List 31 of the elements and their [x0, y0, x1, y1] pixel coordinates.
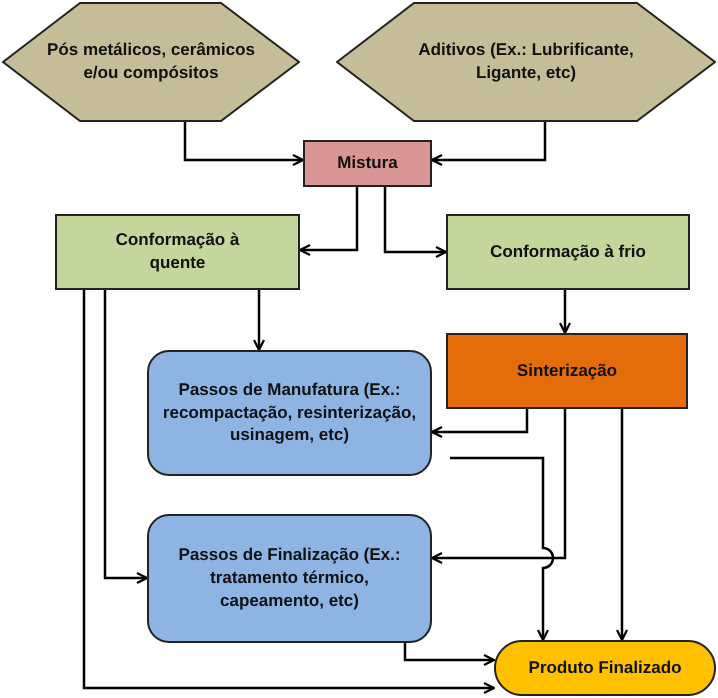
node-label: Sinterização — [516, 360, 618, 382]
node-label: Passos de Finalização (Ex.: tratamento térmico, capeamento, etc) — [177, 544, 402, 612]
arrow — [82, 290, 496, 694]
arrow — [104, 290, 148, 584]
arrow — [184, 122, 304, 166]
arrow — [558, 290, 572, 334]
node-label: Aditivos (Ex.: Lubrificante, Ligante, etc) — [417, 39, 635, 84]
process-box — [446, 214, 690, 290]
arrow — [252, 290, 266, 352]
terminal-pill — [494, 640, 716, 696]
process-box — [303, 140, 432, 187]
arrow — [430, 122, 546, 166]
hexagon-input — [336, 2, 716, 122]
node-label: Passos de Manufatura (Ex.: recompactação, resinterização, usinagem, etc) — [162, 378, 418, 446]
node-label: Conformação à quente — [114, 229, 240, 274]
node-label: Pós metálicos, cerâmicos e/ou compósitos — [46, 39, 256, 84]
process-box — [147, 514, 432, 643]
process-box — [55, 214, 300, 290]
node-label: Conformação à frio — [490, 240, 646, 263]
arrow — [404, 643, 496, 666]
node-label: Mistura — [337, 152, 398, 174]
process-box — [446, 333, 688, 409]
node-label: Produto Finalizado — [528, 656, 682, 679]
arrow — [384, 187, 448, 258]
arrow — [616, 409, 628, 642]
arrow — [298, 187, 358, 256]
hexagon-input — [2, 2, 300, 122]
arrow — [430, 409, 566, 564]
process-box — [147, 350, 432, 476]
arrow — [450, 456, 554, 642]
arrow — [430, 409, 528, 438]
